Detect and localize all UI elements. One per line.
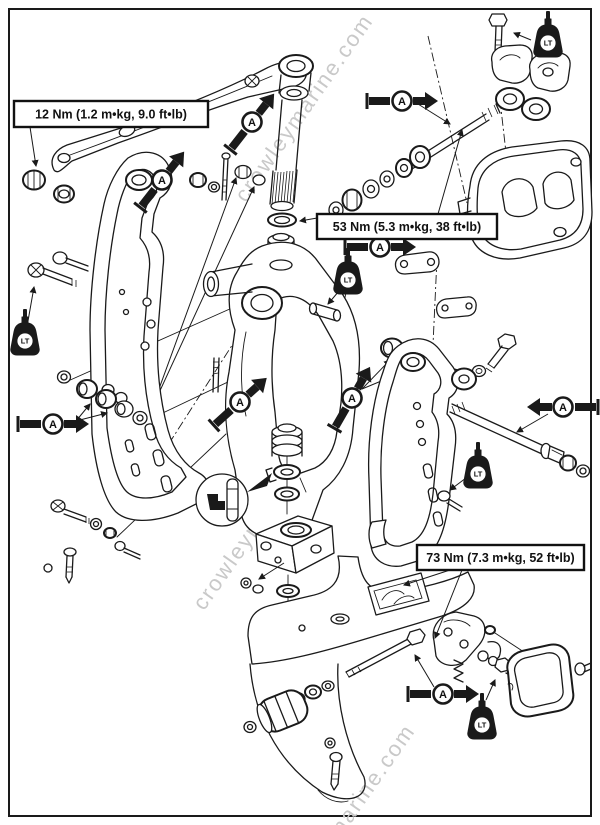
lower-shaft-washers-group [271,423,303,515]
lt-sealant-icon [467,692,497,740]
lt-sealant-label: LT [544,39,553,48]
detail-circle-inset [195,467,277,527]
a-arrow-marker-label: A [236,397,244,409]
torque-callout-12nm-box [12,99,210,129]
swivel-bracket-part [202,241,361,541]
right-clamp-bracket-part [367,338,459,567]
torque-callout-53nm-label: 53 Nm (5.3 m•kg, 38 ft•lb) [333,220,481,234]
a-arrow-marker-label: A [559,402,567,414]
right-fasteners-group [394,251,591,478]
a-arrow-marker-label: A [348,393,356,405]
watermark-text: crowleymarine.com [230,9,379,206]
torque-callout-73nm-box [415,543,586,572]
lt-sealant-label: LT [474,470,483,479]
torque-callout-53nm-box [315,212,499,241]
steering-yoke-block-part [240,515,335,602]
a-arrow-marker-label: A [158,175,166,187]
a-arrow-marker-label: A [248,117,256,129]
bottom-left-fasteners-group [43,499,141,584]
lt-sealant-icon [10,308,40,356]
a-arrow-marker-label: A [376,242,384,254]
left-clamp-bracket-part [89,151,210,521]
lt-sealant-icon [533,10,563,58]
a-arrow-marker-label: A [398,96,406,108]
a-arrow-marker-label: A [49,419,57,431]
torque-callouts: 12 Nm (1.2 m•kg, 9.0 ft•lb) 53 Nm (5.3 m… [12,99,586,639]
lt-sealant-label: LT [478,721,487,730]
apply-point-markers: A A A A A A A A A [16,86,600,705]
lower-mount-housing-part [247,517,475,803]
a-arrow-marker-label: A [439,689,447,701]
upper-mount-group [328,13,593,260]
sealant-icons: LT LT LT LT LT [10,10,563,740]
torque-callout-73nm-label: 73 Nm (7.3 m•kg, 52 ft•lb) [426,551,574,565]
page-border [8,8,592,817]
mount-cover-plate-part [506,643,592,718]
lt-sealant-label: LT [344,276,353,285]
lt-sealant-label: LT [21,337,30,346]
lt-sealant-icon [333,247,363,295]
watermark-text: crowleymarine.com [272,719,421,825]
torque-callout-12nm-label: 12 Nm (1.2 m•kg, 9.0 ft•lb) [35,108,187,122]
lower-mount-hardware-group [243,611,528,791]
lt-sealant-icon [463,441,493,489]
